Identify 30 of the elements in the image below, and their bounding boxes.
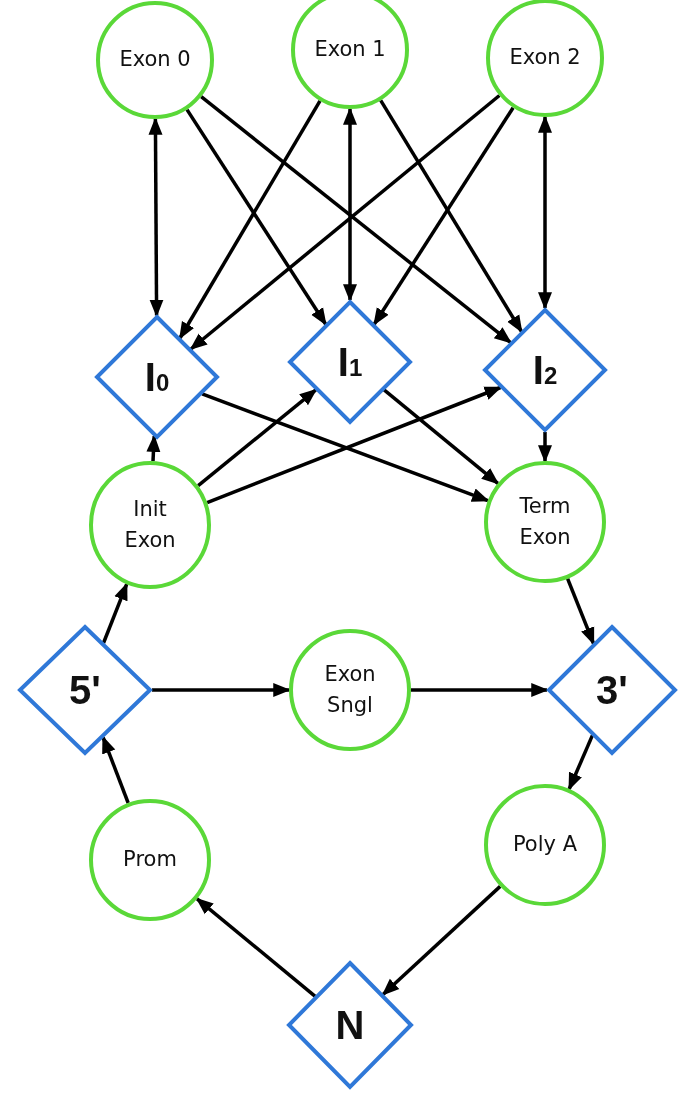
arrow xyxy=(343,107,357,302)
arrow xyxy=(101,582,129,644)
arrow xyxy=(148,117,164,318)
arrow xyxy=(383,388,500,485)
arrow xyxy=(195,897,317,998)
arrow xyxy=(567,734,594,791)
arrow xyxy=(185,108,328,326)
state-label: Exon Sngl xyxy=(323,660,377,719)
state-label: Poly A xyxy=(511,831,579,859)
arrow xyxy=(379,99,523,333)
state-label: Exon 2 xyxy=(508,44,582,72)
arrow xyxy=(538,115,552,310)
state-symbol: 3' xyxy=(596,670,628,710)
arrow xyxy=(538,432,552,463)
arrow xyxy=(372,106,515,326)
state-label: Term Exon xyxy=(518,492,572,551)
state-label: Exon 1 xyxy=(313,36,387,64)
state-symbol: N xyxy=(335,1005,365,1045)
state-symbol: 5' xyxy=(69,670,101,710)
arrow xyxy=(101,735,130,804)
arrow xyxy=(178,99,322,340)
state-label: Prom xyxy=(122,846,178,874)
state-label: Init Exon xyxy=(123,495,177,554)
arrow xyxy=(197,388,318,488)
arrow xyxy=(146,434,161,462)
arrow xyxy=(381,885,502,996)
arrow xyxy=(411,683,549,697)
state-label: Exon 0 xyxy=(118,46,192,74)
arrow xyxy=(565,578,596,646)
arrow xyxy=(152,683,291,697)
